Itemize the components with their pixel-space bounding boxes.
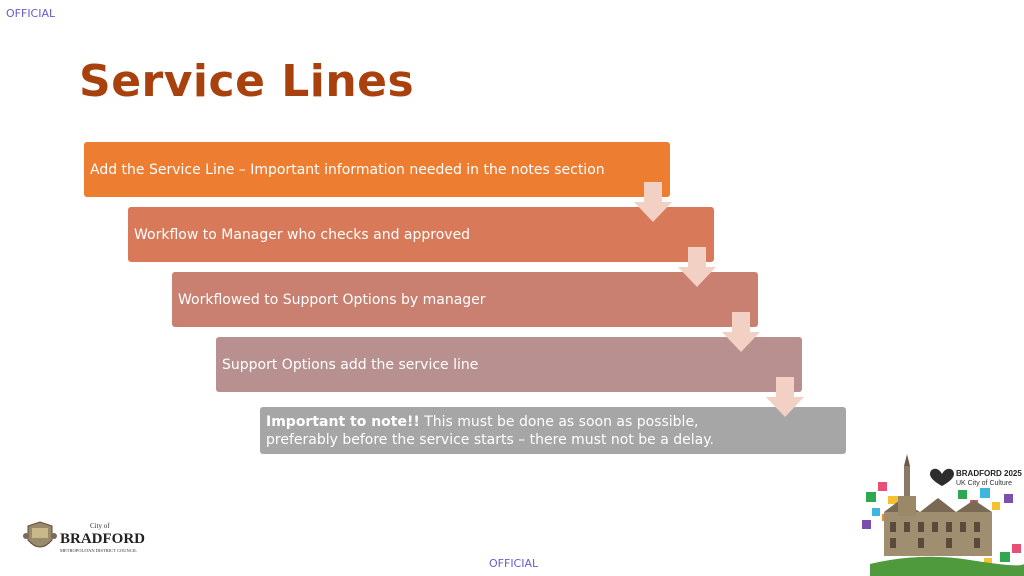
important-note-body: This must be done as soon as possible, p… (266, 413, 714, 448)
down-arrow-icon (766, 377, 804, 417)
down-arrow-icon (678, 247, 716, 287)
official-marking-top: OFFICIAL (6, 7, 56, 20)
logo-city-of: City of (90, 522, 110, 530)
official-marking-bottom: OFFICIAL (489, 557, 539, 570)
logo-uk-city-of-culture: UK City of Culture (956, 480, 1012, 487)
down-arrow-icon (722, 312, 760, 352)
logo-bradford-2025: BRADFORD 2025 (956, 469, 1022, 478)
step-workflow-to-manager: Workflow to Manager who checks and appro… (128, 207, 714, 262)
step-label: Add the Service Line – Important informa… (90, 161, 605, 178)
logo-metropolitan: METROPOLITAN DISTRICT COUNCIL (60, 548, 137, 553)
down-arrow-icon (634, 182, 672, 222)
important-note-box: Important to note!! This must be done as… (260, 407, 846, 454)
step-add-service-line: Add the Service Line – Important informa… (84, 142, 670, 197)
step-support-options-add: Support Options add the service line (216, 337, 802, 392)
important-note-text: Important to note!! This must be done as… (266, 413, 766, 449)
bradford-council-logo: City of BRADFORD METROPOLITAN DISTRICT C… (23, 521, 145, 553)
step-label: Workflow to Manager who checks and appro… (134, 226, 471, 243)
step-label: Workflowed to Support Options by manager (178, 291, 486, 308)
step-workflowed-to-support: Workflowed to Support Options by manager (172, 272, 758, 327)
logo-bradford: BRADFORD (60, 531, 145, 547)
city-hall-icon (870, 454, 1024, 576)
heart-emblem-icon (930, 468, 954, 486)
council-crest-icon (23, 521, 57, 548)
important-note-heading: Important to note!! (266, 413, 420, 430)
bradford-2025-logo: BRADFORD 2025 UK City of Culture (862, 454, 1024, 576)
step-label: Support Options add the service line (222, 356, 479, 373)
slide-title: Service Lines (79, 56, 415, 107)
